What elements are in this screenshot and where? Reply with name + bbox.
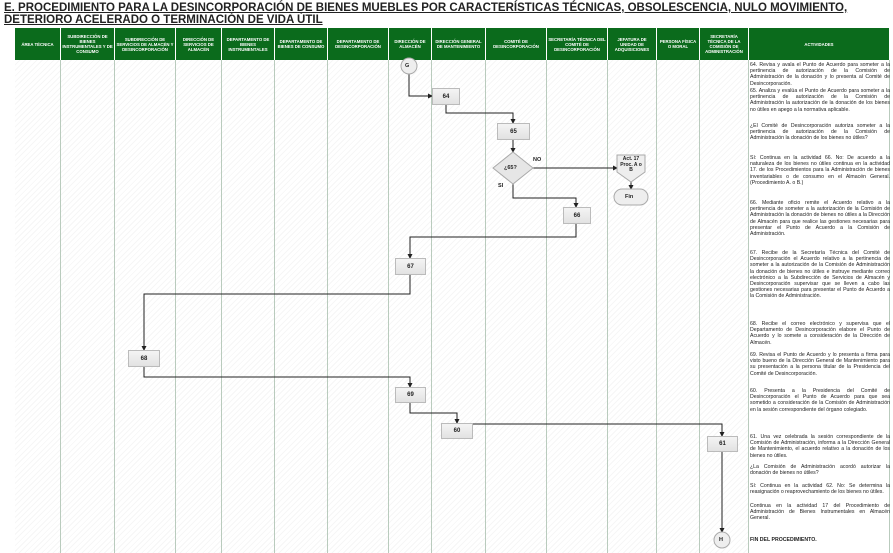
step-65: 65	[497, 123, 530, 140]
swimlane	[176, 60, 222, 553]
column-header: COMITÉ DE DESINCORPORACIÓN	[486, 28, 547, 60]
swimlane	[275, 60, 328, 553]
column-header: DEPARTAMENTO DE BIENES DE CONSUMO	[275, 28, 328, 60]
column-header: DIRECCIÓN DE ALMACÉN	[389, 28, 432, 60]
swimlane	[115, 60, 176, 553]
column-header: DEPARTAMENTO DE DESINCORPORACIÓN	[328, 28, 389, 60]
column-header: JEFATURA DE UNIDAD DE ADQUISICIONES	[608, 28, 657, 60]
step-68: 68	[128, 350, 160, 367]
offpage-label: Act. 17 Proc. A o B	[620, 156, 642, 173]
activity-text: 61. Una vez celebrada la sesión correspo…	[750, 434, 890, 459]
swimlane	[61, 60, 115, 553]
swimlane	[608, 60, 657, 553]
swimlane	[486, 60, 547, 553]
end-connector	[713, 531, 731, 549]
column-header: SECRETARÍA TÉCNICA DE LA COMISIÓN DE ADM…	[700, 28, 749, 60]
no-label: NO	[533, 157, 542, 163]
swimlane	[432, 60, 486, 553]
activity-text: FIN DEL PROCEDIMIENTO.	[750, 537, 817, 543]
swimlane	[657, 60, 700, 553]
swimlane	[328, 60, 389, 553]
swimlane	[389, 60, 432, 553]
activity-text: 60. Presenta a la Presidencia del Comité…	[750, 388, 890, 413]
column-header: ACTIVIDADES	[749, 28, 890, 60]
activity-text: 64. Revisa y avala el Punto de Acuerdo p…	[750, 62, 890, 87]
activity-text: ¿El Comité de Desincorporación autoriza …	[750, 123, 890, 142]
decision-label: ¿65?	[504, 165, 517, 171]
activity-text: 67. Recibe de la Secretaría Técnica del …	[750, 250, 890, 300]
column-header: DEPARTAMENTO DE BIENES INSTRUMENTALES	[222, 28, 275, 60]
column-header: PERSONA FÍSICA O MORAL	[657, 28, 700, 60]
end-label: H	[719, 537, 723, 543]
column-header: SUBDIRECCIÓN DE BIENES INSTRUMENTALES Y …	[61, 28, 115, 60]
start-connector	[400, 57, 418, 75]
swimlane	[749, 60, 890, 553]
activity-text: 66. Mediante oficio remite el Acuerdo re…	[750, 200, 890, 238]
column-header: DIRECCIÓN GENERAL DE MANTENIMIENTO	[432, 28, 486, 60]
step-64: 64	[432, 88, 460, 105]
fin-label: Fin	[625, 194, 634, 200]
si-label: SI	[498, 183, 504, 189]
activity-text: ¿La Comisión de Administración acordó au…	[750, 464, 890, 477]
step-60: 60	[441, 423, 473, 439]
column-header: SECRETARÍA TÉCNICA DEL COMITÉ DE DESINCO…	[547, 28, 608, 60]
swimlane	[547, 60, 608, 553]
step-69: 69	[395, 387, 426, 403]
activity-text: 65. Analiza y evalúa el Punto de Acuerdo…	[750, 88, 890, 113]
column-header: DIRECCIÓN DE SERVICIOS DE ALMACÉN	[176, 28, 222, 60]
swimlane	[15, 60, 61, 553]
step-67: 67	[395, 258, 426, 275]
page-title: E. PROCEDIMIENTO PARA LA DESINCORPORACIÓ…	[4, 2, 848, 26]
activity-text: Sí: Continua en la actividad 66. No: De …	[750, 155, 890, 186]
swimlane	[222, 60, 275, 553]
fin-terminator	[613, 188, 649, 206]
activity-text: 69. Revisa el Punto de Acuerdo y lo pres…	[750, 352, 890, 377]
start-label: G	[405, 63, 410, 69]
activity-text: Continua en la actividad 17 del Procedim…	[750, 503, 890, 522]
swimlane	[700, 60, 749, 553]
step-66: 66	[563, 207, 591, 224]
decision-diamond	[492, 151, 534, 185]
step-61: 61	[707, 436, 738, 452]
activity-text: Sí: Continua en la actividad 62. No: Se …	[750, 483, 890, 496]
column-header: ÁREA TÉCNICA	[15, 28, 61, 60]
column-header: SUBDIRECCIÓN DE SERVICIOS DE ALMACÉN Y D…	[115, 28, 176, 60]
activity-text: 68. Recibe el correo electrónico y super…	[750, 321, 890, 346]
offpage-connector	[616, 154, 646, 183]
